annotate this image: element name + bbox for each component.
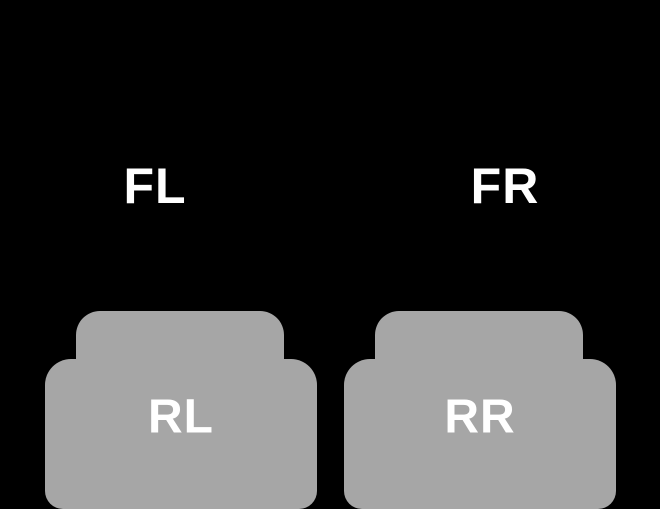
rear-right-mat-label: RR — [444, 390, 516, 444]
rear-left-mat: RL — [45, 311, 317, 509]
rear-left-mat-label: RL — [148, 390, 214, 444]
rear-left-mat-body — [45, 359, 317, 509]
front-right-mat-label: FR — [470, 158, 540, 214]
front-left-mat-label: FL — [123, 158, 187, 214]
rear-right-mat-body — [344, 359, 616, 509]
rear-right-mat: RR — [344, 311, 616, 509]
